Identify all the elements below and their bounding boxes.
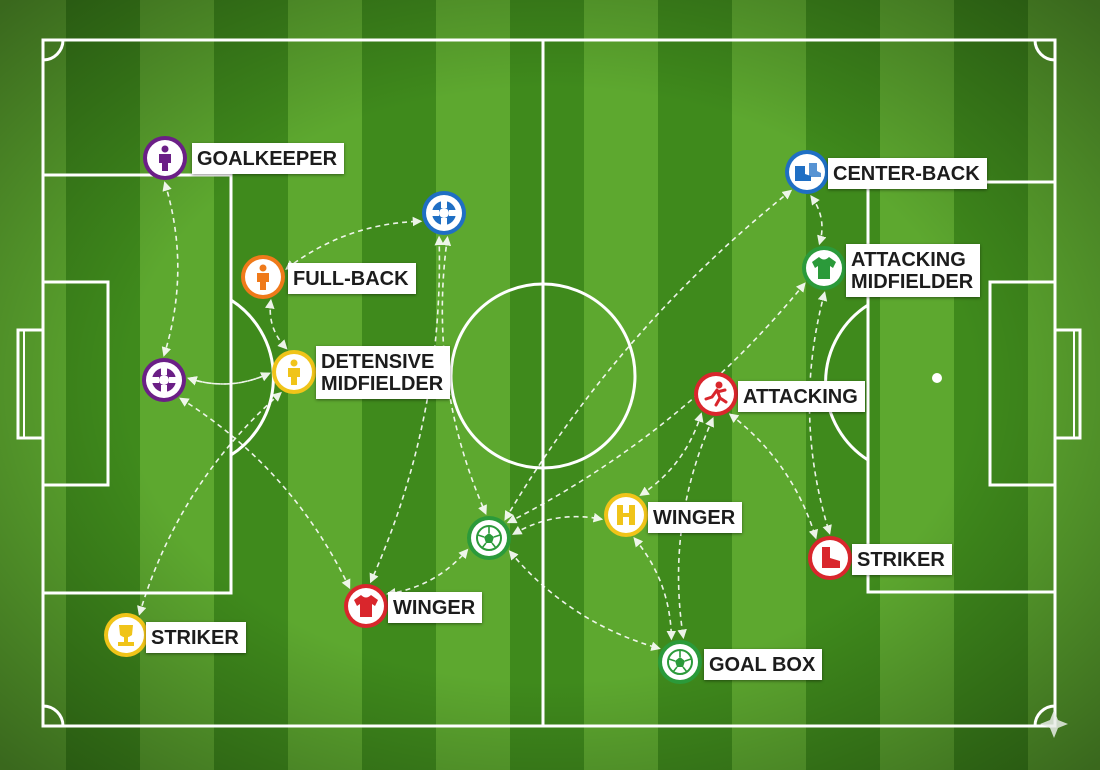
corner-arc-bl [42, 704, 65, 727]
player-label-line: FULL-BACK [293, 268, 409, 290]
player-label-line: GOALKEEPER [197, 148, 338, 170]
connection-arrow [161, 181, 179, 357]
connection-arrow [369, 235, 445, 584]
connection-arrow [506, 282, 806, 524]
player-label-center-back: CENTER-BACK [828, 158, 987, 189]
connection-arrow [179, 397, 351, 590]
player-label-goal-box: GOAL BOX [704, 649, 823, 680]
player-label-line: WINGER [393, 597, 476, 619]
connection-arrow [265, 298, 288, 350]
player-node-center-back[interactable] [785, 150, 829, 194]
player-label-line: WINGER [653, 507, 736, 529]
connection-arrow [633, 537, 677, 641]
connection-arrow [187, 372, 271, 386]
corner-arc-tl [42, 39, 65, 62]
person-icon [159, 145, 171, 171]
player-label-line: ATTACKING [743, 386, 858, 408]
connection-arrow [808, 291, 832, 535]
player-node-blue-top[interactable] [422, 191, 466, 235]
player-label-line: MIDFIELDER [321, 373, 444, 395]
corner-arc-tr [1033, 39, 1056, 62]
player-label-winger-left: WINGER [388, 592, 483, 623]
player-label-line: STRIKER [151, 627, 239, 649]
lifebuoy-icon [151, 367, 177, 393]
soccer-ball-icon [476, 525, 502, 551]
player-label-line: STRIKER [857, 549, 945, 571]
player-node-striker-left[interactable] [104, 613, 148, 657]
jersey-icon [354, 595, 378, 617]
player-node-winger-right[interactable] [604, 493, 648, 537]
player-label-line: GOAL BOX [709, 654, 816, 676]
connection-arrow [508, 550, 661, 651]
person-icon [257, 264, 269, 290]
player-label-line: MIDFIELDER [851, 271, 974, 293]
player-node-goal-box[interactable] [658, 640, 702, 684]
player-node-attacking-mid[interactable] [802, 246, 846, 290]
player-node-attacking[interactable] [694, 372, 738, 416]
player-nodes [104, 136, 852, 684]
h-icon [617, 505, 635, 525]
player-label-line: CENTER-BACK [833, 163, 980, 185]
player-label-full-back: FULL-BACK [288, 263, 416, 294]
jersey-icon [812, 257, 836, 279]
player-label-winger-right: WINGER [648, 502, 743, 533]
player-node-goalkeeper[interactable] [143, 136, 187, 180]
player-label-striker-right: STRIKER [852, 544, 952, 575]
left-goal [16, 328, 45, 440]
player-node-ball-center[interactable] [467, 516, 511, 560]
player-node-full-back[interactable] [241, 255, 285, 299]
sparkle-icon [1040, 710, 1068, 738]
player-label-line: ATTACKING [851, 249, 966, 271]
player-node-striker-right[interactable] [808, 536, 852, 580]
right-goal [1053, 328, 1082, 440]
penalty-spot [932, 373, 942, 383]
runner-icon [704, 381, 728, 407]
person-icon [288, 359, 300, 385]
player-node-winger-left[interactable] [344, 584, 388, 628]
boots-icon [795, 163, 821, 181]
connection-arrow [285, 216, 423, 270]
corner-arc-br [1033, 704, 1056, 727]
player-label-goalkeeper: GOALKEEPER [192, 143, 345, 174]
soccer-ball-icon [667, 649, 693, 675]
player-node-defensive-mid[interactable] [272, 350, 316, 394]
player-label-striker-left: STRIKER [146, 622, 246, 653]
trophy-icon [118, 625, 134, 646]
lifebuoy-icon [431, 200, 457, 226]
player-node-purple-defender[interactable] [142, 358, 186, 402]
player-label-attacking: ATTACKING [738, 381, 865, 412]
connection-arrow [810, 195, 827, 246]
boot-icon [822, 547, 840, 568]
player-label-line: DETENSIVE [321, 351, 435, 373]
